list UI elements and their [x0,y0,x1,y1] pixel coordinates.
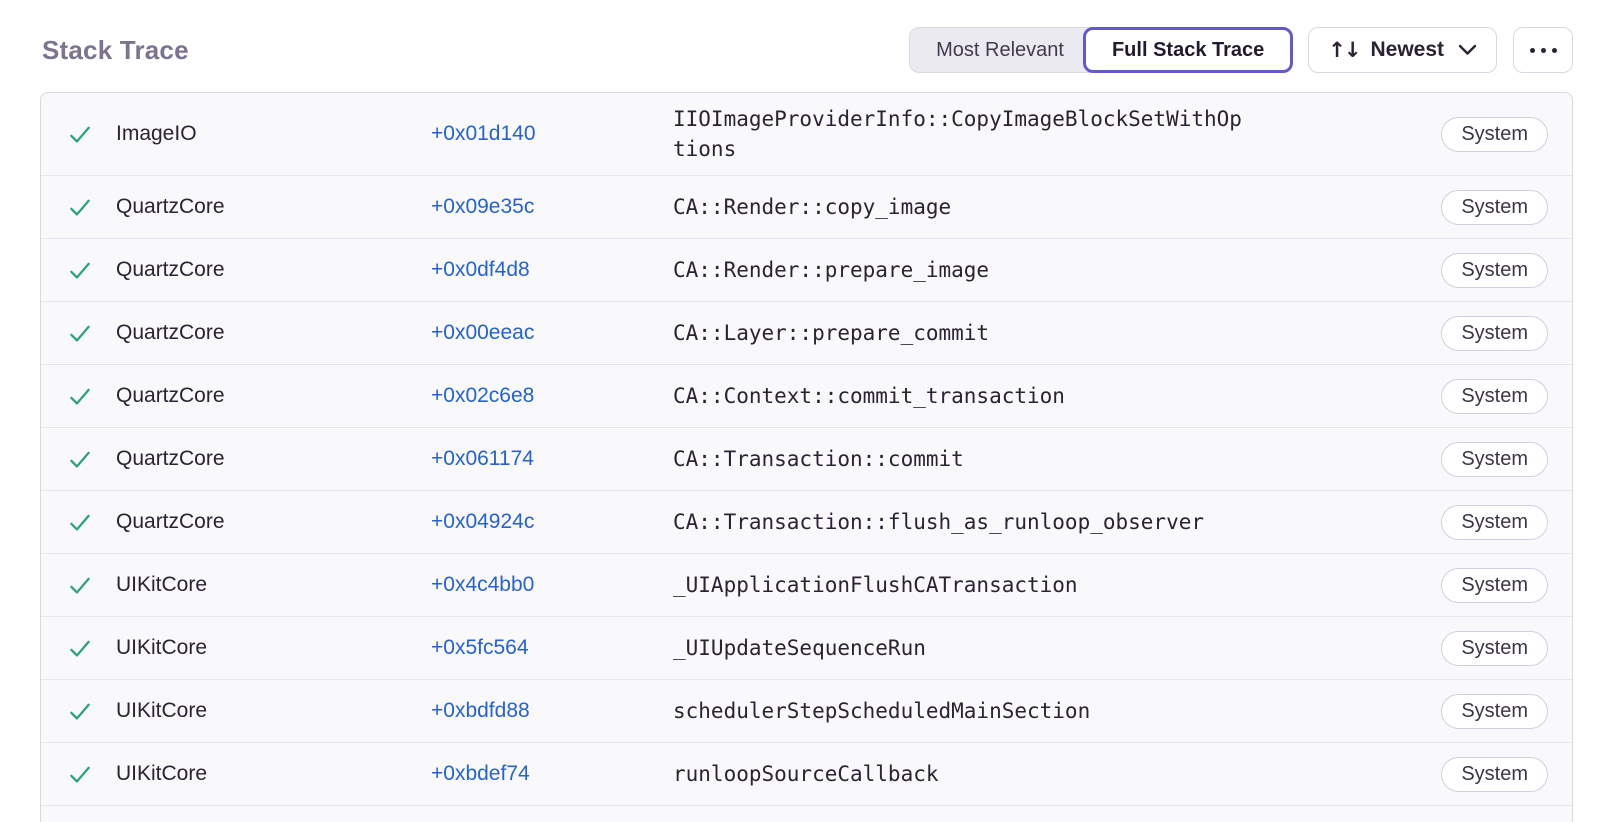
full-stack-trace-button[interactable]: Full Stack Trace [1082,27,1294,73]
frame-origin-badge: System [1441,378,1548,414]
frame-function: CA::Transaction::flush_as_runloop_observ… [673,510,1205,535]
frame-origin-badge: System [1441,567,1548,603]
frame-origin-badge: System [1441,630,1548,666]
frame-function: _UIApplicationFlushCATransaction [673,573,1078,598]
frame-origin-badge: System [1441,116,1548,152]
frame-module: UIKitCore [116,699,208,723]
check-icon [67,383,93,410]
frame-origin-badge: System [1441,756,1548,792]
frame-module: UIKitCore [116,573,208,597]
stack-frame-row[interactable]: UIKitCore +0x5fc564 _UIUpdateSequenceRun… [41,617,1572,681]
check-icon [67,257,93,284]
frame-origin-badge: System [1441,441,1548,477]
most-relevant-button[interactable]: Most Relevant [909,27,1097,73]
frame-address-link[interactable]: +0x5fc564 [431,636,529,660]
stack-trace-table: ImageIO +0x01d140 IIOImageProviderInfo::… [40,92,1573,822]
frame-module: UIKitCore [116,636,208,660]
frame-address-link[interactable]: +0x01d140 [431,122,536,146]
frame-module: QuartzCore [116,321,225,345]
frame-module: QuartzCore [116,258,225,282]
chevron-down-icon [1458,44,1477,56]
frame-address-link[interactable]: +0xbdfd88 [431,699,530,723]
check-icon [67,446,93,473]
frame-origin-badge: System [1441,693,1548,729]
frame-module: QuartzCore [116,195,225,219]
view-toggle: Most Relevant Full Stack Trace [909,27,1294,73]
more-ellipsis-icon [1529,47,1557,53]
sort-label: Newest [1370,38,1444,61]
header-actions: Most Relevant Full Stack Trace ↑↓ Newest [909,27,1573,73]
stack-frame-row[interactable]: QuartzCore +0x00eeac CA::Layer::prepare_… [41,302,1572,366]
frame-origin-badge: System [1441,504,1548,540]
frame-function: schedulerStepScheduledMainSection [673,699,1091,724]
check-icon [67,761,93,788]
frame-function: runloopSourceCallback [673,762,939,787]
frame-origin-badge: System [1441,315,1548,351]
stack-frame-row[interactable]: UIKitCore +0x4c4bb0 _UIApplicationFlushC… [41,554,1572,618]
stack-frame-row[interactable]: QuartzCore +0x0df4d8 CA::Render::prepare… [41,239,1572,303]
check-icon [67,698,93,725]
stack-frame-row[interactable]: UIKitCore +0xbdef74 runloopSourceCallbac… [41,743,1572,807]
frame-function: CA::Render::copy_image [673,195,952,220]
sort-arrows-icon: ↑↓ [1328,38,1361,62]
stack-frame-row[interactable]: QuartzCore +0x04924c CA::Transaction::fl… [41,491,1572,555]
stack-frame-row[interactable]: QuartzCore +0x09e35c CA::Render::copy_im… [41,176,1572,240]
check-icon [67,635,93,662]
page-title: Stack Trace [42,34,189,65]
check-icon [67,509,93,536]
sort-dropdown[interactable]: ↑↓ Newest [1308,27,1497,73]
frame-origin-badge: System [1441,189,1548,225]
frame-function: CA::Render::prepare_image [673,258,990,283]
frame-function: IIOImageProviderInfo::CopyImageBlockSetW… [673,107,1242,162]
frame-address-link[interactable]: +0x4c4bb0 [431,573,535,597]
frame-address-link[interactable]: +0xbdef74 [431,762,530,786]
more-options-button[interactable] [1513,27,1573,73]
stack-trace-header: Stack Trace Most Relevant Full Stack Tra… [0,0,1614,92]
stack-frame-row[interactable]: ImageIO +0x01d140 IIOImageProviderInfo::… [41,93,1572,177]
stack-frame-row[interactable]: UIKitCore +0xbdfd88 schedulerStepSchedul… [41,680,1572,744]
stack-frame-row[interactable]: QuartzCore +0x061174 CA::Transaction::co… [41,428,1572,492]
frame-module: ImageIO [116,122,197,146]
frame-address-link[interactable]: +0x0df4d8 [431,258,530,282]
frame-address-link[interactable]: +0x04924c [431,510,535,534]
frame-module: UIKitCore [116,762,208,786]
frame-module: QuartzCore [116,510,225,534]
check-icon [67,121,93,148]
frame-module: QuartzCore [116,384,225,408]
frame-address-link[interactable]: +0x00eeac [431,321,535,345]
frame-function: CA::Layer::prepare_commit [673,321,990,346]
frame-address-link[interactable]: +0x02c6e8 [431,384,535,408]
frame-module: QuartzCore [116,447,225,471]
check-icon [67,194,93,221]
frame-origin-badge: System [1441,252,1548,288]
frame-address-link[interactable]: +0x061174 [431,447,534,471]
frame-function: _UIUpdateSequenceRun [673,636,926,661]
check-icon [67,320,93,347]
check-icon [67,572,93,599]
frame-function: CA::Transaction::commit [673,447,964,472]
frame-address-link[interactable]: +0x09e35c [431,195,535,219]
stack-frame-row[interactable]: QuartzCore +0x02c6e8 CA::Context::commit… [41,365,1572,429]
frame-function: CA::Context::commit_transaction [673,384,1065,409]
